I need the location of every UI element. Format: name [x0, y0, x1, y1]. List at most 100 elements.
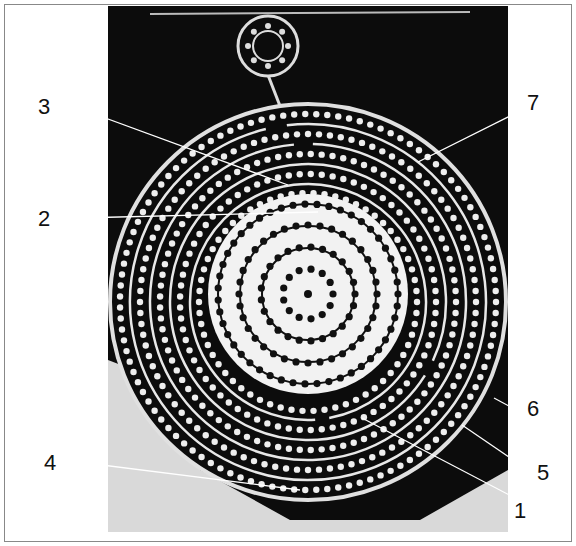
- dot: [275, 423, 281, 429]
- dot: [313, 111, 319, 117]
- dot: [339, 258, 346, 265]
- dot: [181, 440, 187, 446]
- dot: [196, 231, 202, 237]
- frame: [5, 5, 572, 542]
- dot: [157, 293, 163, 299]
- dot: [472, 310, 478, 316]
- callout-number: 6: [527, 398, 539, 420]
- dot: [183, 337, 189, 343]
- dot: [240, 267, 247, 274]
- dot: [264, 441, 270, 447]
- dot: [467, 394, 473, 400]
- dot: [369, 267, 376, 274]
- dot: [405, 342, 411, 348]
- dot: [230, 378, 236, 384]
- dot: [492, 288, 498, 294]
- dot: [277, 404, 283, 410]
- callout-number: 3: [38, 96, 50, 118]
- dot: [335, 113, 341, 119]
- dot: [274, 254, 281, 261]
- dot: [327, 302, 334, 309]
- dot: [390, 177, 396, 183]
- dot: [337, 206, 344, 213]
- dot: [140, 209, 146, 215]
- dot: [372, 302, 379, 309]
- dot: [455, 373, 461, 379]
- dot: [390, 420, 396, 426]
- dot: [470, 332, 476, 338]
- dot: [329, 445, 335, 451]
- dot: [221, 153, 227, 159]
- dot: [389, 444, 395, 450]
- dot: [407, 166, 413, 172]
- dot: [388, 202, 394, 208]
- dot: [424, 418, 430, 424]
- dot: [410, 371, 416, 377]
- dot: [473, 299, 479, 305]
- dot: [146, 353, 152, 359]
- dot: [286, 152, 292, 158]
- dot: [313, 201, 320, 208]
- dot: [302, 111, 308, 117]
- dot: [424, 180, 430, 186]
- dot: [274, 327, 281, 334]
- dot: [280, 112, 286, 118]
- leader-line: [494, 398, 520, 412]
- dot: [265, 63, 271, 69]
- dot: [251, 57, 257, 63]
- dot: [443, 245, 449, 251]
- dot: [357, 118, 363, 124]
- dot: [346, 268, 353, 275]
- dot: [391, 267, 398, 274]
- dot: [330, 330, 337, 337]
- dot: [428, 216, 434, 222]
- dot: [380, 172, 386, 178]
- outer-disc: [110, 104, 506, 500]
- dot: [280, 284, 287, 291]
- dot: [432, 288, 438, 294]
- dot: [490, 266, 496, 272]
- dot: [118, 315, 124, 321]
- leader-line: [78, 462, 300, 490]
- dot: [237, 474, 243, 480]
- dot: [400, 352, 406, 358]
- dot: [367, 121, 373, 127]
- dot: [165, 205, 171, 211]
- dot: [407, 457, 413, 463]
- dot: [251, 458, 257, 464]
- dot: [217, 392, 223, 398]
- dot: [425, 342, 431, 348]
- dot: [325, 378, 332, 385]
- dot: [481, 234, 487, 240]
- dot: [165, 173, 171, 179]
- callout-number: 5: [537, 462, 549, 484]
- spiral-line: [130, 124, 486, 480]
- dot: [349, 343, 356, 350]
- dot: [279, 29, 285, 35]
- dot: [194, 425, 200, 431]
- dot: [215, 237, 221, 243]
- small-circle: [238, 16, 298, 76]
- dot: [217, 132, 223, 138]
- dot: [301, 380, 308, 387]
- dot: [421, 390, 427, 396]
- dot: [296, 244, 303, 251]
- dot: [467, 204, 473, 210]
- dot: [448, 421, 454, 427]
- dot: [172, 197, 178, 203]
- dot: [319, 172, 325, 178]
- dot: [460, 363, 466, 369]
- dot: [471, 321, 477, 327]
- dot: [151, 408, 157, 414]
- dot: [455, 186, 461, 192]
- dot: [353, 397, 359, 403]
- dot: [165, 425, 171, 431]
- dot: [351, 158, 357, 164]
- dot: [412, 277, 418, 283]
- dot: [186, 418, 192, 424]
- dot: [150, 235, 156, 241]
- dot: [286, 172, 292, 178]
- dot: [219, 261, 226, 268]
- dot: [216, 308, 223, 315]
- spiral-line: [150, 144, 466, 460]
